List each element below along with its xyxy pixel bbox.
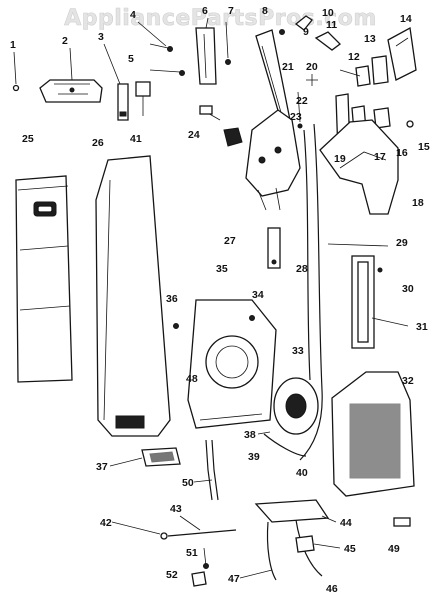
part-axle-43 bbox=[160, 529, 237, 540]
callout-26: 26 bbox=[92, 137, 104, 149]
callout-52: 52 bbox=[166, 569, 178, 581]
callout-34: 34 bbox=[252, 289, 264, 301]
callout-11: 11 bbox=[326, 19, 337, 31]
part-outer-bag-26 bbox=[95, 155, 171, 437]
part-handle-grip-13 bbox=[371, 55, 389, 85]
callout-5: 5 bbox=[128, 53, 134, 65]
part-handle-grip-14 bbox=[387, 26, 417, 81]
callout-46: 46 bbox=[326, 583, 338, 595]
callout-33: 33 bbox=[292, 345, 304, 357]
part-base-44 bbox=[254, 499, 330, 581]
part-side-strip-31 bbox=[351, 255, 383, 349]
part-screw-7 bbox=[225, 21, 231, 65]
part-screws-4-5 bbox=[149, 43, 185, 76]
callout-44: 44 bbox=[340, 517, 352, 529]
callout-35: 35 bbox=[216, 263, 228, 275]
callout-29: 29 bbox=[396, 237, 408, 249]
callout-23: 23 bbox=[290, 111, 302, 123]
part-dust-bag-25 bbox=[15, 175, 73, 383]
callout-50: 50 bbox=[182, 477, 194, 489]
callout-41: 41 bbox=[130, 133, 142, 145]
callout-47: 47 bbox=[228, 573, 240, 585]
callout-51: 51 bbox=[186, 547, 198, 559]
callout-31: 31 bbox=[416, 321, 428, 333]
callout-4: 4 bbox=[130, 9, 136, 21]
part-hoses bbox=[205, 433, 307, 501]
part-handle-18 bbox=[319, 119, 399, 215]
callout-36: 36 bbox=[166, 293, 178, 305]
callout-14: 14 bbox=[400, 13, 412, 25]
callout-21: 21 bbox=[282, 61, 294, 73]
callout-15: 15 bbox=[418, 141, 430, 153]
part-switch-housing bbox=[39, 79, 103, 103]
callout-6: 6 bbox=[202, 5, 208, 17]
callout-1: 1 bbox=[10, 39, 16, 51]
callout-42: 42 bbox=[100, 517, 112, 529]
callout-labels: 1 2 3 4 5 6 7 8 9 10 11 12 13 14 15 16 1… bbox=[10, 5, 430, 595]
callout-45: 45 bbox=[344, 543, 356, 555]
part-small-49 bbox=[393, 517, 411, 527]
callout-40: 40 bbox=[296, 467, 308, 479]
callout-28: 28 bbox=[296, 263, 308, 275]
callout-18: 18 bbox=[412, 197, 424, 209]
callout-38: 38 bbox=[244, 429, 256, 441]
callout-43: 43 bbox=[170, 503, 182, 515]
part-clip-52 bbox=[191, 571, 207, 587]
part-bracket bbox=[117, 83, 129, 121]
callout-30: 30 bbox=[402, 283, 414, 295]
callout-20: 20 bbox=[306, 61, 318, 73]
part-nozzle-37 bbox=[141, 447, 181, 467]
callout-24: 24 bbox=[188, 129, 200, 141]
part-cord-hook bbox=[279, 15, 341, 51]
watermark: AppliancePartsPros.com bbox=[64, 6, 377, 32]
callout-49: 49 bbox=[388, 543, 400, 555]
callout-48: 48 bbox=[186, 373, 198, 385]
part-switch-41 bbox=[135, 81, 151, 116]
callout-16: 16 bbox=[396, 147, 408, 159]
part-power-cord bbox=[299, 123, 323, 461]
callout-17: 17 bbox=[374, 151, 386, 163]
part-handle-tube-8 bbox=[255, 29, 291, 125]
callout-19: 19 bbox=[334, 153, 346, 165]
part-handle-assembly bbox=[245, 109, 301, 211]
callout-13: 13 bbox=[364, 33, 376, 45]
callout-7: 7 bbox=[228, 5, 234, 17]
part-switch-24 bbox=[199, 105, 243, 147]
part-handle-clip-6 bbox=[195, 27, 217, 85]
part-motor-housing-35 bbox=[187, 299, 277, 429]
part-bracket-27 bbox=[267, 227, 281, 269]
part-screw-51 bbox=[203, 547, 209, 569]
part-handle-grip-12 bbox=[355, 65, 371, 87]
callout-12: 12 bbox=[348, 51, 360, 63]
part-screw-1 bbox=[12, 51, 20, 92]
callout-32: 32 bbox=[402, 375, 414, 387]
part-screws-34-36 bbox=[173, 315, 255, 329]
callout-25: 25 bbox=[22, 133, 34, 145]
callout-leaders bbox=[69, 17, 409, 579]
part-cord-clips bbox=[297, 74, 318, 129]
part-motor-33 bbox=[262, 365, 319, 435]
callout-37: 37 bbox=[96, 461, 108, 473]
part-filter-panel-32 bbox=[331, 371, 415, 497]
callout-2: 2 bbox=[62, 35, 68, 47]
callout-3: 3 bbox=[98, 31, 104, 43]
callout-9: 9 bbox=[303, 26, 309, 38]
callout-39: 39 bbox=[248, 451, 260, 463]
callout-22: 22 bbox=[296, 95, 308, 107]
callout-8: 8 bbox=[262, 5, 268, 17]
callout-10: 10 bbox=[322, 7, 334, 19]
callout-27: 27 bbox=[224, 235, 236, 247]
